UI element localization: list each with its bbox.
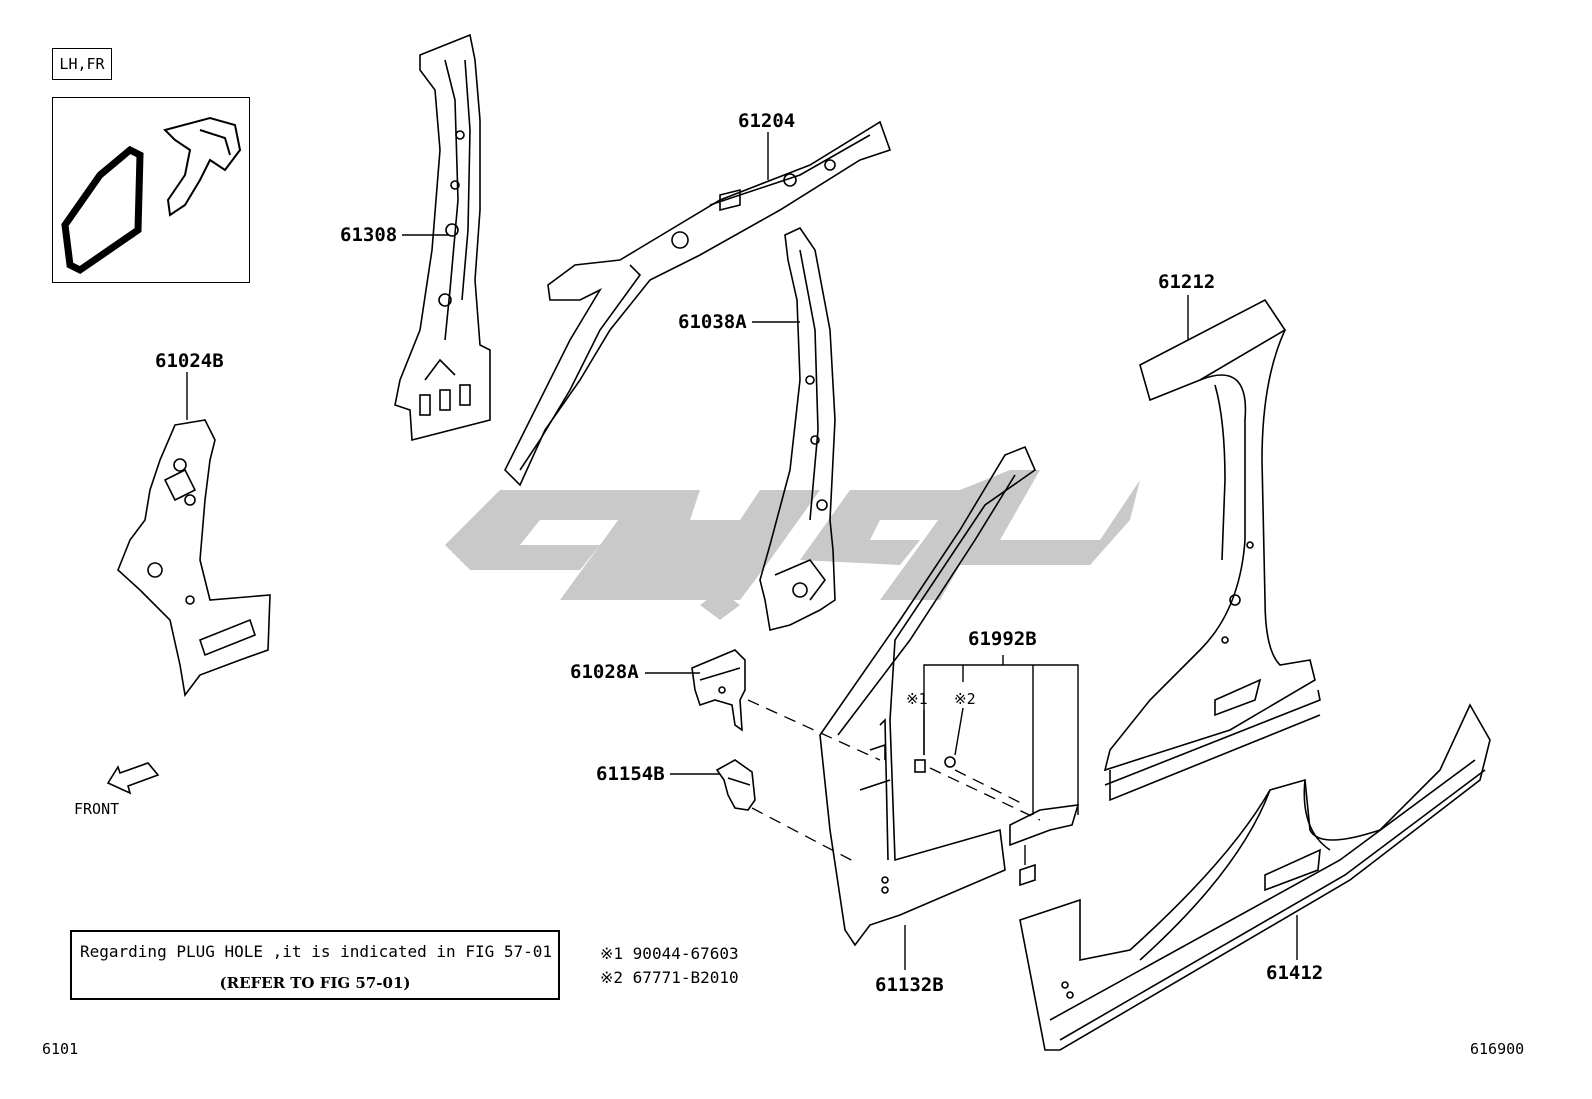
label-61412: 61412: [1266, 962, 1324, 984]
part-61308-shape: [394, 33, 491, 442]
page-number-right: 616900: [1470, 1040, 1525, 1058]
label-61132B: 61132B: [875, 974, 944, 996]
part-61024B-shape: [117, 419, 271, 697]
plug-hole-note: Regarding PLUG HOLE ,it is indicated in …: [70, 930, 560, 1000]
part-61212-shape: [1103, 298, 1321, 802]
label-61154B: 61154B: [596, 763, 665, 785]
inset-frame: [52, 97, 250, 283]
page-number-left: 6101: [42, 1040, 79, 1058]
part-61038A-shape: [759, 226, 836, 631]
part-61028A-shape: [691, 649, 746, 732]
note-line-2: (REFER TO FIG 57-01): [219, 974, 411, 992]
label-61212: 61212: [1158, 271, 1216, 293]
label-61992B: 61992B: [968, 628, 1037, 650]
dashed-lines: [747, 699, 1041, 863]
inset-illustration: [61, 116, 242, 275]
label-61024B: 61024B: [155, 350, 224, 372]
part-61204-shape: [504, 120, 892, 487]
part-61154B-shape: [715, 759, 756, 811]
footnote-2: ※2 67771-B2010: [600, 968, 739, 987]
label-61308: 61308: [340, 224, 398, 246]
mark-2: ※2: [954, 690, 976, 708]
front-arrow-icon: [106, 762, 160, 795]
label-61038A: 61038A: [678, 311, 747, 333]
note-line-1: Regarding PLUG HOLE ,it is indicated in …: [80, 942, 553, 961]
label-61028A: 61028A: [570, 661, 639, 683]
leader-lines: [186, 132, 1298, 970]
lh-fr-badge: LH,FR: [52, 48, 112, 80]
label-61204: 61204: [738, 110, 796, 132]
mark-1: ※1: [906, 690, 928, 708]
part-61132B-shape: [819, 445, 1036, 947]
footnote-1: ※1 90044-67603: [600, 944, 739, 963]
front-label: FRONT: [74, 800, 120, 818]
watermark-logo: [445, 470, 1140, 620]
part-61412-shape: [1019, 703, 1491, 1051]
part-61992B-shape: [914, 756, 1080, 887]
